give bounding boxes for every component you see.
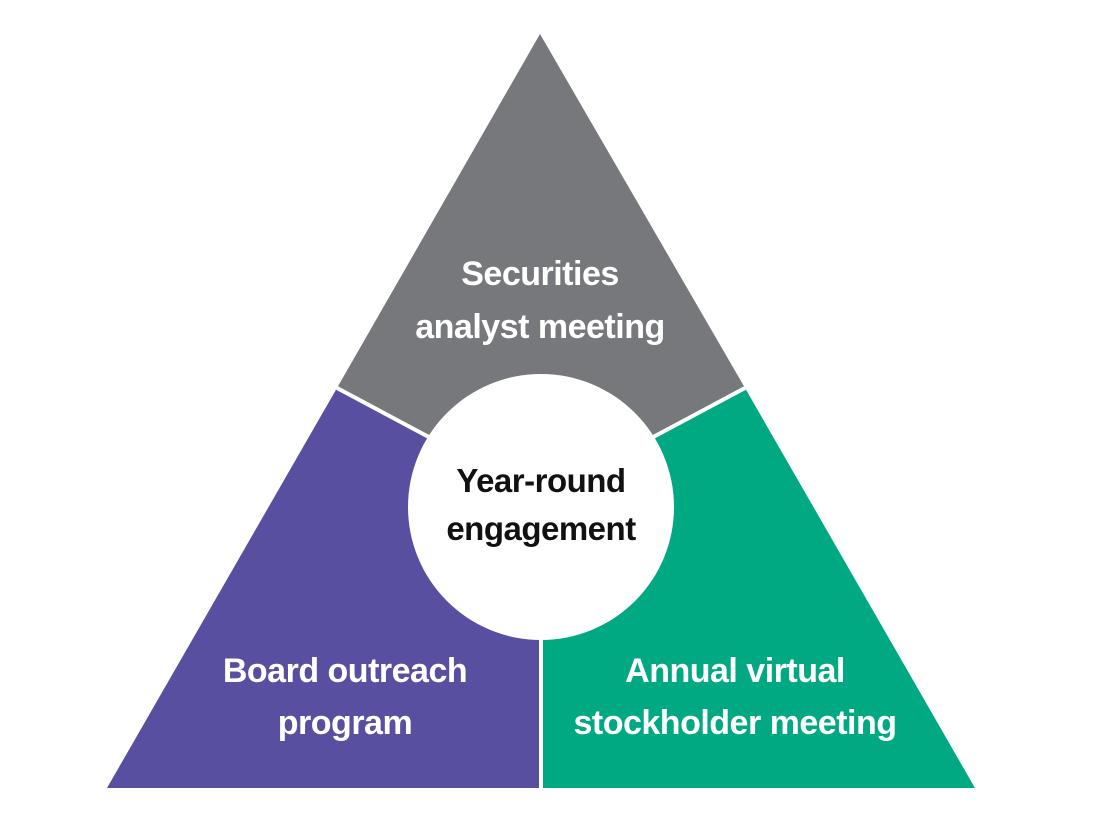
center-label-line1: Year-round <box>456 462 625 499</box>
right-label-line2: stockholder meeting <box>573 704 896 742</box>
center-label-line2: engagement <box>446 510 636 547</box>
center-circle <box>408 374 674 640</box>
right-label-line1: Annual virtual <box>625 652 845 690</box>
left-label-line1: Board outreach <box>223 652 467 690</box>
left-label-line2: program <box>278 704 412 742</box>
segment-securities-analyst-meeting <box>337 34 745 497</box>
top-label-line1: Securities <box>461 255 619 293</box>
top-label-line2: analyst meeting <box>415 308 664 346</box>
